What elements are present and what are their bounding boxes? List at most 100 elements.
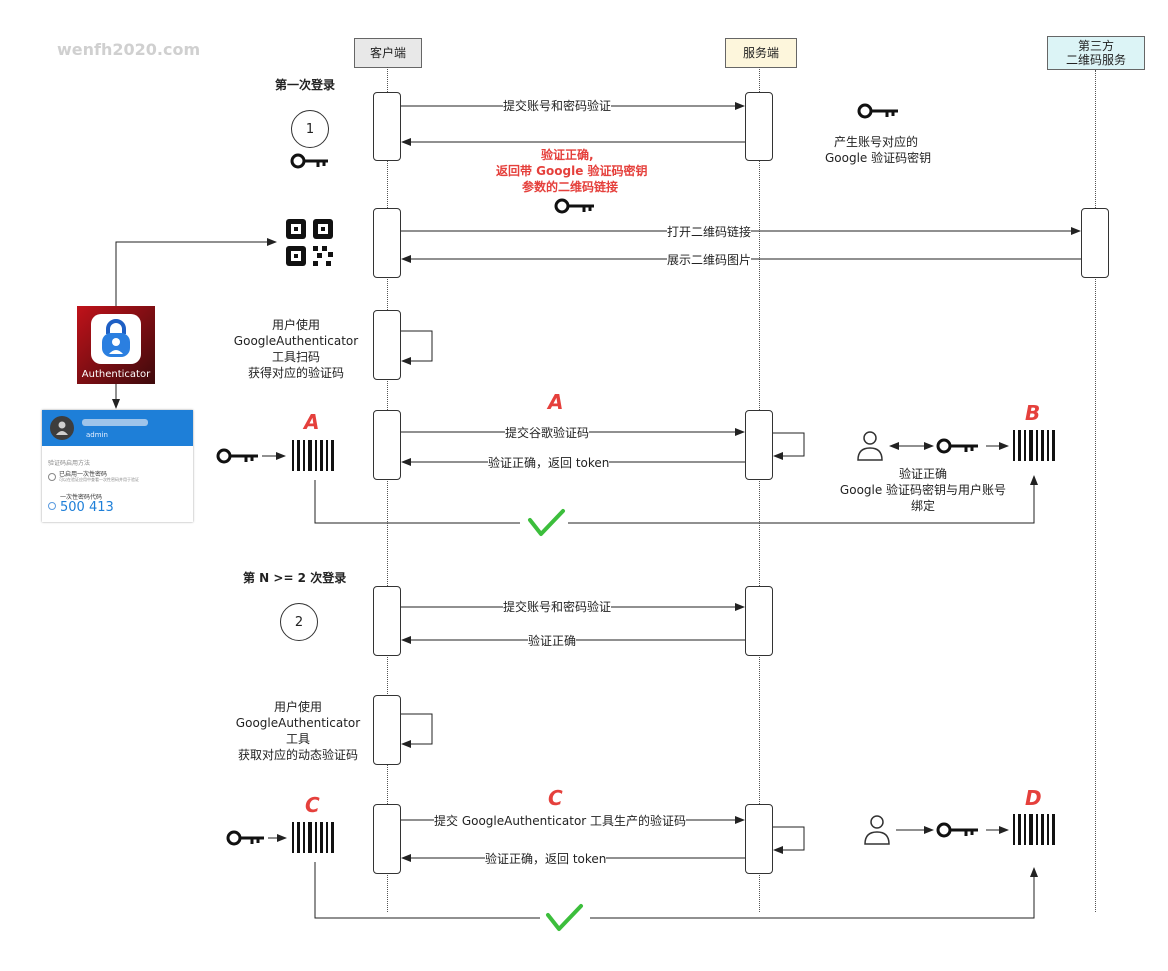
section-title: 验证码启用方法 — [48, 460, 91, 467]
msg-open-qr-link: 打开二维码链接 — [667, 223, 752, 240]
user-icon — [864, 815, 890, 845]
account-sub: admin — [86, 431, 108, 439]
user-icon — [857, 431, 883, 461]
refresh-icon — [48, 473, 56, 481]
server-note-2: Google 验证码密钥 — [825, 151, 932, 165]
lane-third-party-header: 第三方 二维码服务 — [1047, 36, 1145, 70]
scan-note-3: 工具扫码 — [271, 350, 320, 364]
dynamic-code-note-1: 用户使用 — [273, 700, 322, 714]
key-icon — [936, 822, 978, 838]
phase1-step-number: 1 — [291, 110, 329, 148]
server-activation-5 — [745, 586, 773, 656]
dynamic-code-note: 用户使用 GoogleAuthenticator 工具 获取对应的动态验证码 — [218, 699, 378, 763]
barcode-icon — [292, 440, 334, 471]
code-icon — [48, 502, 56, 510]
reply-qr-link-1: 验证正确, — [541, 148, 594, 162]
reply-qr-link-3: 参数的二维码链接 — [522, 180, 619, 194]
lane-third-party-label-1: 第三方 — [1077, 39, 1114, 53]
self-loop-scan — [401, 330, 433, 365]
barcode-icon — [292, 822, 334, 853]
dynamic-code-note-2: GoogleAuthenticator — [235, 716, 361, 730]
phase1-title: 第一次登录 — [275, 78, 336, 92]
watermark: wenfh2020.com — [57, 40, 201, 59]
third-party-lifeline — [1095, 70, 1096, 912]
lane-server-header: 服务端 — [725, 38, 797, 68]
phase2-step-number: 2 — [280, 603, 318, 641]
client-activation-4 — [373, 410, 401, 480]
connector-app-to-qr — [115, 238, 277, 306]
self-loop-server-verify-2 — [773, 826, 805, 854]
letter-c-left: C — [305, 793, 320, 817]
msg-return-token-2: 验证正确，返回 token — [485, 850, 607, 867]
check-path-1-right — [568, 475, 1038, 524]
msg-ok-2: 验证正确 — [528, 632, 577, 649]
lane-client-label: 客户端 — [369, 46, 406, 60]
server-lifeline — [759, 67, 760, 912]
user-avatar-icon — [56, 421, 68, 435]
self-loop-dynamic-code — [401, 713, 433, 748]
account-name-blurred — [82, 419, 148, 426]
lane-client-header: 客户端 — [354, 38, 422, 68]
client-activation-5 — [373, 586, 401, 656]
bind-note-1: 验证正确 — [898, 467, 947, 481]
letter-a-center: A — [548, 390, 564, 414]
msg-submit-code-2: 提交 GoogleAuthenticator 工具生产的验证码 — [434, 812, 687, 829]
third-party-activation — [1081, 208, 1109, 278]
check-path-2-right — [590, 867, 1038, 919]
authenticator-app-icon: Authenticator — [77, 306, 155, 384]
scan-note-1: 用户使用 — [271, 318, 320, 332]
letter-b: B — [1025, 401, 1041, 425]
client-lifeline — [387, 67, 388, 912]
self-loop-server-verify-1 — [773, 432, 805, 460]
otp-code: 500 413 — [60, 500, 114, 515]
check-path-2 — [314, 862, 540, 919]
item2-title: 一次性密码代码 — [60, 494, 103, 501]
account-header: admin — [42, 410, 193, 446]
barcode-icon — [1013, 430, 1055, 461]
key-icon — [857, 103, 898, 119]
server-activation-4 — [745, 410, 773, 480]
letter-d: D — [1025, 786, 1042, 810]
reply-qr-link-2: 返回带 Google 验证码密钥 — [496, 164, 648, 178]
check-icon — [528, 509, 565, 536]
lane-third-party-label-2: 二维码服务 — [1065, 53, 1126, 67]
server-activation-7 — [745, 804, 773, 874]
msg-return-token-1: 验证正确，返回 token — [488, 454, 610, 471]
bind-note-3: 绑定 — [910, 499, 935, 513]
key-icon — [554, 198, 594, 214]
msg-show-qr-image: 展示二维码图片 — [667, 251, 752, 268]
msg-submit-credentials-2: 提交账号和密码验证 — [503, 598, 612, 615]
lock-icon — [102, 319, 130, 357]
scan-note-2: GoogleAuthenticator — [233, 334, 359, 348]
item1-desc: 可以在验证应用中查看一次性密码并用于验证 — [59, 477, 139, 482]
key-icon — [290, 153, 328, 169]
client-activation-3 — [373, 310, 401, 380]
avatar — [50, 416, 74, 440]
dynamic-code-note-3: 工具 — [285, 732, 310, 746]
client-activation-2 — [373, 208, 401, 278]
app-icon-label: Authenticator — [81, 369, 151, 380]
bind-note: 验证正确 Google 验证码密钥与用户账号 绑定 — [830, 466, 1016, 514]
key-icon — [226, 830, 264, 846]
client-activation-6 — [373, 695, 401, 765]
dynamic-code-note-4: 获取对应的动态验证码 — [237, 748, 358, 762]
client-activation-1 — [373, 92, 401, 161]
phase1-step-number-text: 1 — [305, 121, 315, 137]
msg-submit-code-1: 提交谷歌验证码 — [505, 424, 590, 441]
authenticator-screen: admin 验证码启用方法 已启用一次性密码 可以在验证应用中查看一次性密码并用… — [42, 410, 193, 522]
check-path-1 — [314, 480, 520, 524]
qr-code-icon — [286, 219, 333, 266]
phase2-step-number-text: 2 — [294, 614, 304, 630]
msg-submit-credentials-1: 提交账号和密码验证 — [503, 97, 612, 114]
lane-server-label: 服务端 — [742, 46, 779, 60]
phase2-title: 第 N >= 2 次登录 — [243, 571, 347, 585]
barcode-icon — [1013, 814, 1055, 845]
scan-note: 用户使用 GoogleAuthenticator 工具扫码 获得对应的验证码 — [226, 317, 366, 381]
letter-c-center: C — [548, 786, 563, 810]
check-icon — [546, 904, 583, 931]
server-note-1: 产生账号对应的 — [834, 135, 919, 149]
bind-note-2: Google 验证码密钥与用户账号 — [839, 483, 1007, 497]
letter-a-left: A — [304, 410, 320, 434]
key-icon — [216, 448, 258, 464]
key-icon — [936, 438, 978, 454]
